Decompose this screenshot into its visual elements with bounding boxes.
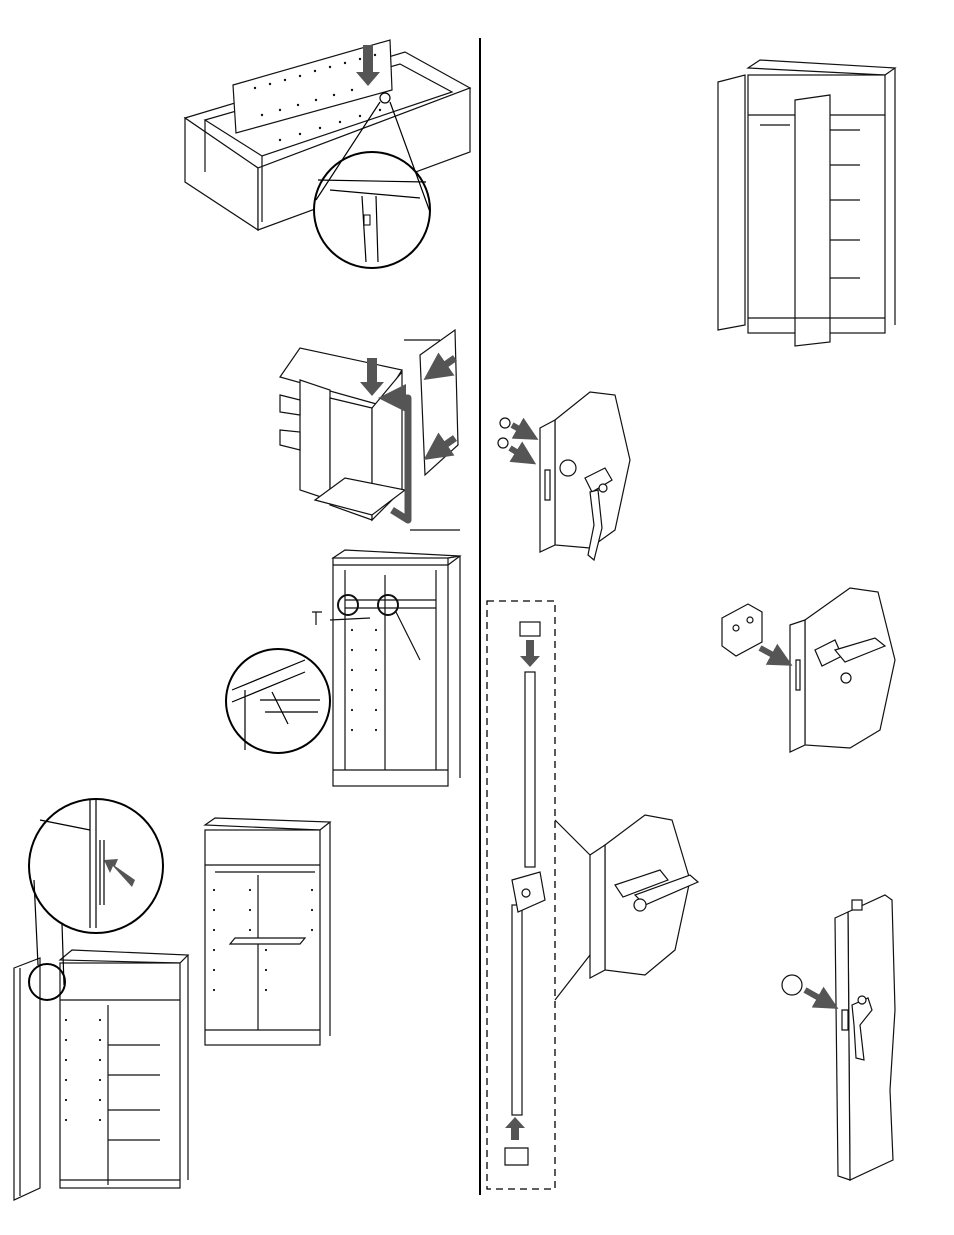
arrow-icon [760,648,782,660]
figure-latch-plate [722,588,895,752]
figure-assembled-cabinet [718,60,895,346]
figure-hanging-rod [312,550,460,786]
arrow-icon [510,425,528,458]
figure-shelved-cabinet [205,818,330,1045]
figure-door-hinge [14,950,188,1200]
figure-lock-rod [505,622,698,1165]
figure-lock-handle [498,392,630,560]
magnifier-callout [226,649,330,753]
figure-door-handle [782,895,895,1180]
arrow-icon [805,990,828,1003]
